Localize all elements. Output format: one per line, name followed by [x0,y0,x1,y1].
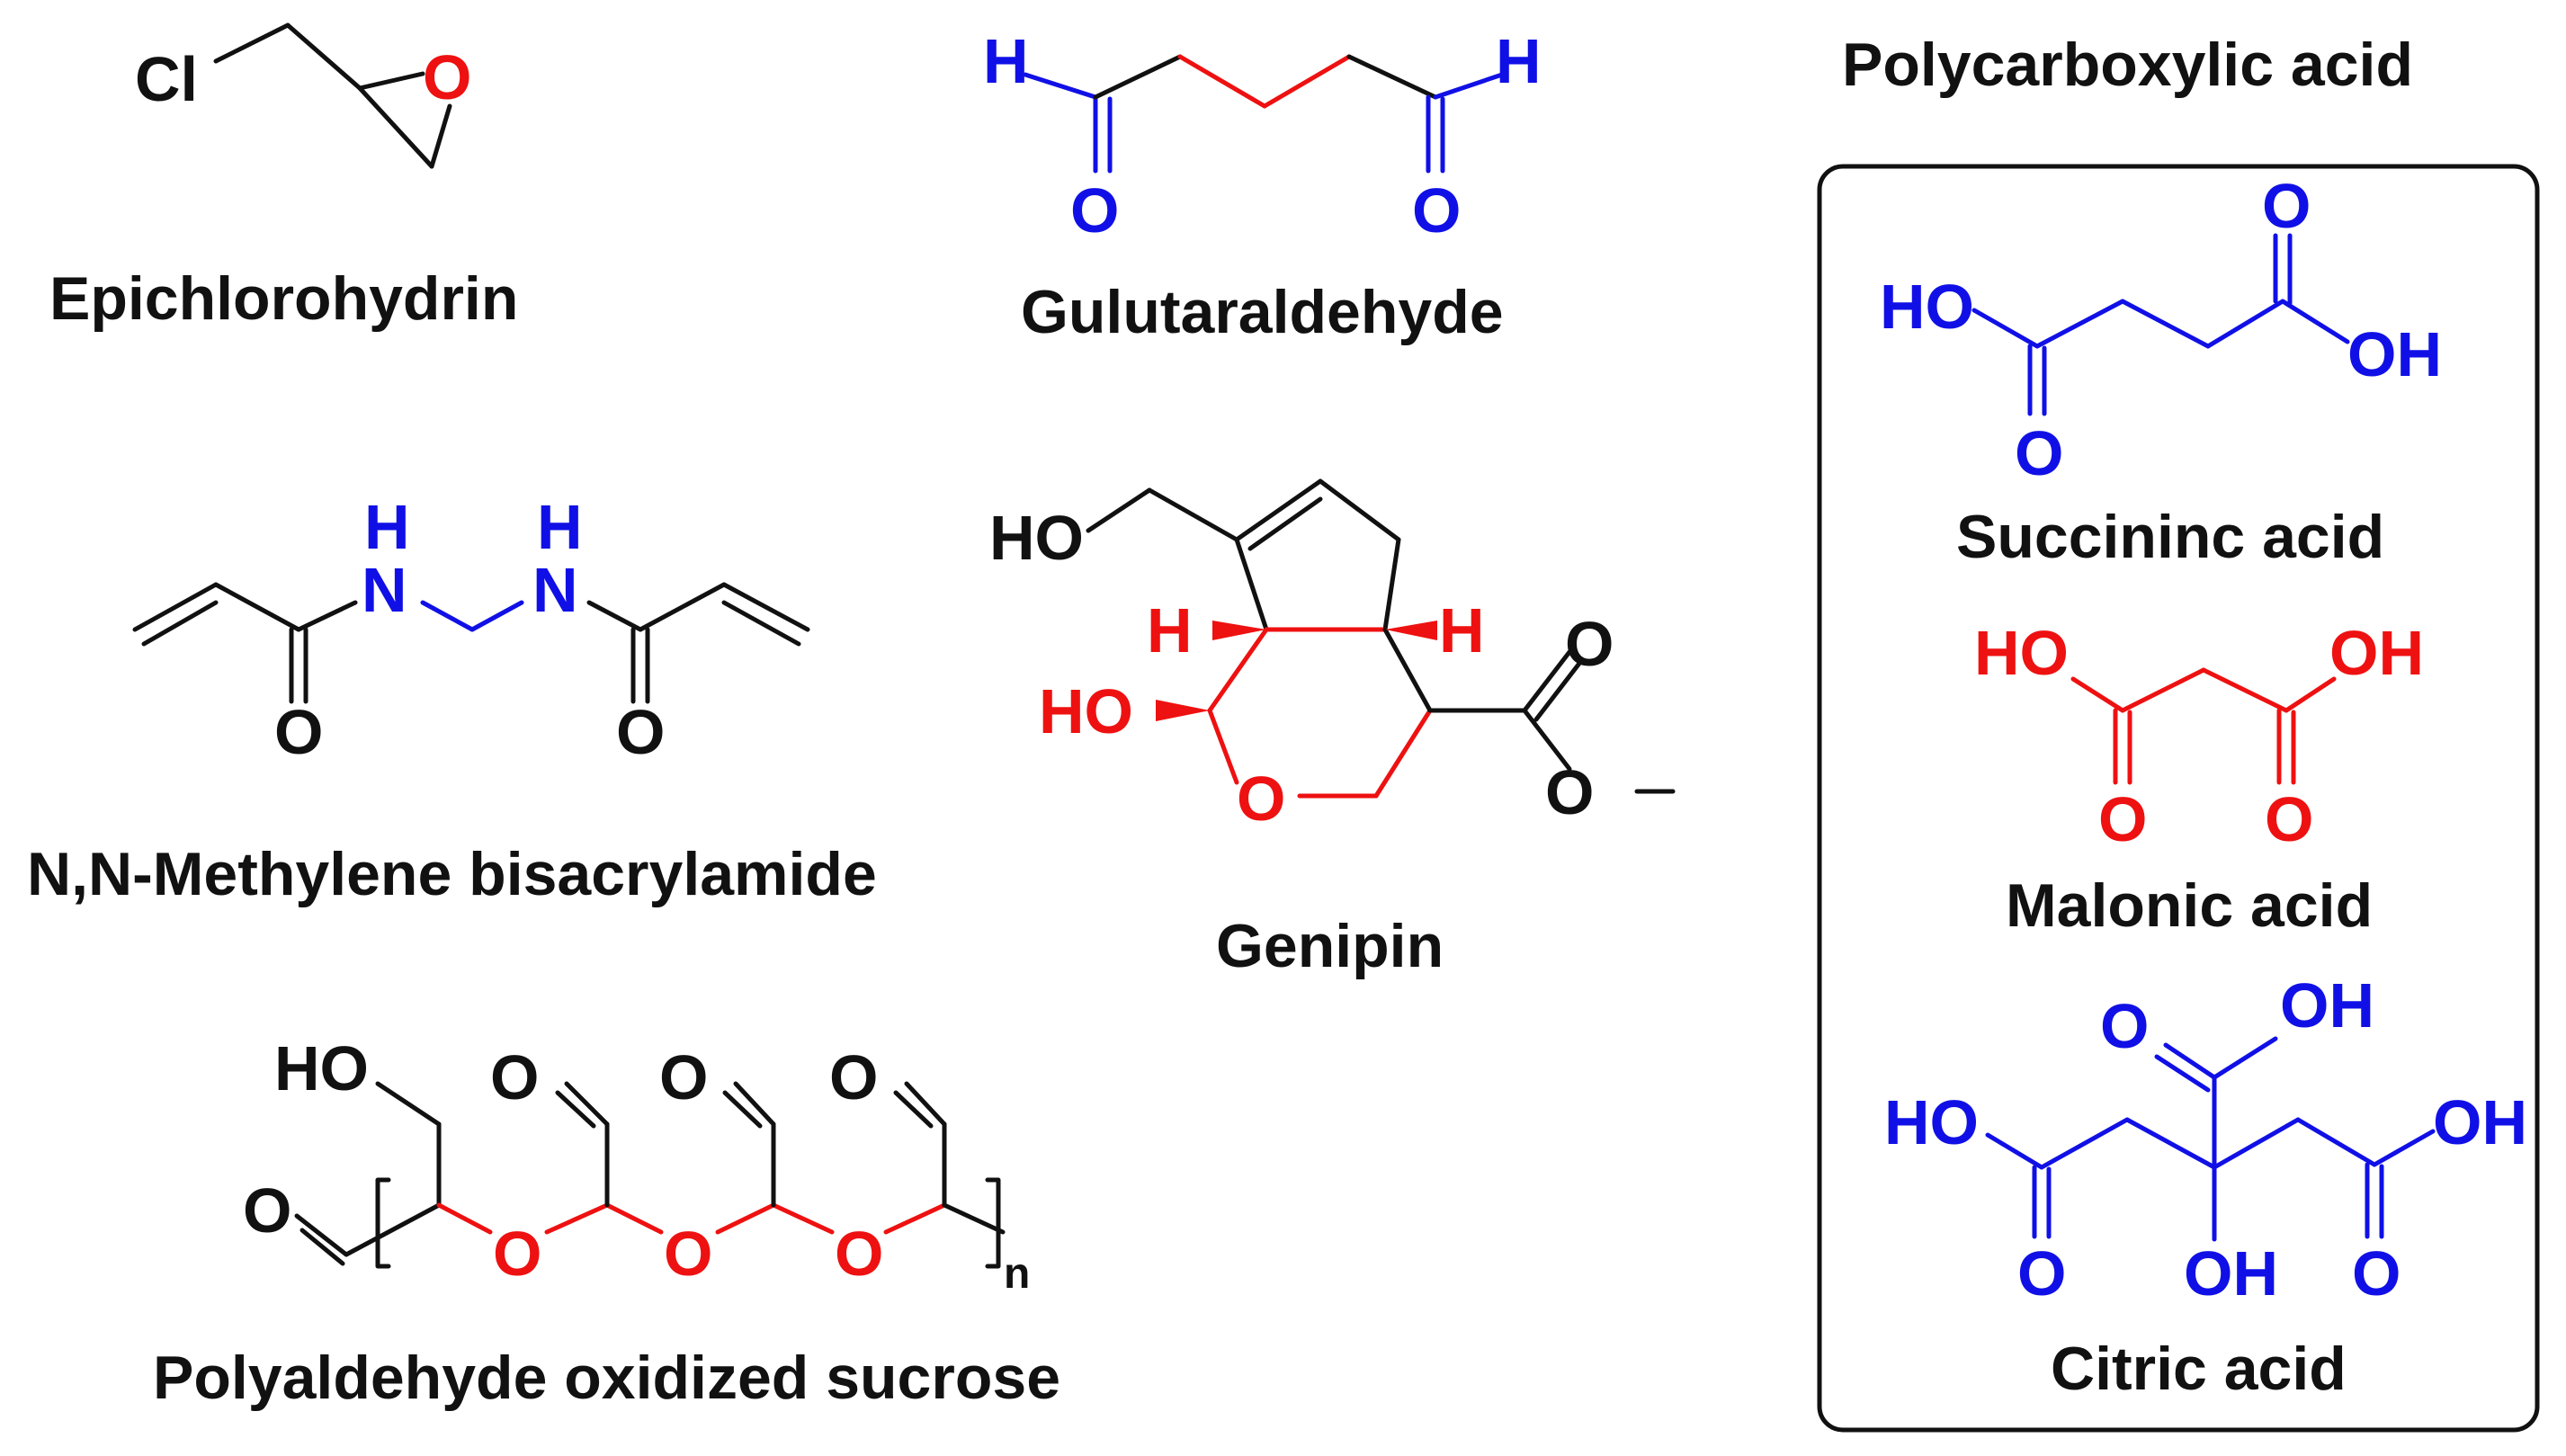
ester-carbonyl-oxygen: O [1565,609,1614,679]
malonic-carbonyl-oxygen-right: O [2265,784,2313,854]
citric-hydroxyl-left: HO [1884,1087,1979,1157]
polycarboxylic-box [1817,164,2540,1433]
repeat-unit-subscript: n [1004,1250,1030,1298]
succinic-carbonyl-oxygen-left: O [2015,418,2063,488]
succinic-acid-label: Succininc acid [1956,503,2384,571]
citric-acid-label: Citric acid [2051,1335,2347,1403]
glutaraldehyde-structure: H H O O [983,26,1542,246]
amide-nitrogen-right: N [532,555,578,625]
ether-oxygen-2: O [664,1219,712,1289]
amide-oxygen-right: O [616,697,665,767]
bridgehead-hydrogen-left: H [1147,595,1193,665]
citric-hydroxyl-right: OH [2433,1087,2527,1157]
aldehyde-oxygen-right: O [1412,175,1461,246]
citric-carbonyl-oxygen-left: O [2017,1238,2066,1309]
pos-label: Polyaldehyde oxidized sucrose [153,1344,1060,1412]
aldehyde-hydrogen-right: H [1496,26,1542,96]
epoxide-oxygen-atom: O [423,42,471,112]
aldehyde-oxygen-2: O [659,1042,708,1112]
amide-hydrogen-right: H [537,492,583,562]
malonic-hydroxyl-left: HO [1974,618,2069,688]
malonic-acid-label: Malonic acid [2006,871,2373,940]
succinic-hydroxyl-left: HO [1880,272,1974,342]
succinic-carbonyl-oxygen-right: O [2262,171,2311,241]
hydroxymethyl-oxygen-label: HO [989,503,1084,573]
bridgehead-hydrogen-right: H [1439,595,1485,665]
ether-oxygen-1: O [493,1219,541,1289]
ester-oxygen: O [1545,757,1594,827]
citric-hydroxyl-top: OH [2280,970,2374,1041]
succinic-acid-structure: HO OH O O [1880,171,2442,488]
epichlorohydrin-structure: Cl O [135,22,471,169]
citric-carbonyl-oxygen-top: O [2100,991,2149,1061]
hemiacetal-hydroxyl-label: HO [1039,676,1133,746]
amide-nitrogen-left: N [362,555,407,625]
amide-hydrogen-left: H [364,492,410,562]
glutaraldehyde-label: Gulutaraldehyde [1021,278,1504,346]
malonic-acid-structure: HO OH O O [1974,618,2424,854]
genipin-label: Genipin [1216,912,1444,980]
epichlorohydrin-label: Epichlorohydrin [49,264,518,333]
citric-acid-structure: HO OH OH OH O O O [1884,970,2527,1309]
aldehyde-oxygen-1: O [490,1042,539,1112]
mba-label: N,N-Methylene bisacrylamide [27,840,877,908]
hydroxymethyl-label: HO [274,1033,369,1103]
amide-oxygen-left: O [274,697,323,767]
succinic-hydroxyl-right: OH [2347,319,2442,389]
chlorine-atom: Cl [135,44,198,114]
aldehyde-hydrogen-left: H [983,26,1029,96]
mba-structure: H H N N O O [132,492,810,767]
terminal-aldehyde-oxygen: O [243,1175,291,1246]
malonic-carbonyl-oxygen-left: O [2098,784,2147,854]
citric-carbonyl-oxygen-right: O [2352,1238,2401,1309]
malonic-hydroxyl-right: OH [2329,618,2424,688]
polycarboxylic-title: Polycarboxylic acid [1842,31,2413,99]
ether-oxygen-3: O [835,1219,883,1289]
aldehyde-oxygen-left: O [1070,175,1119,246]
pos-structure: O HO O O O O O O n [243,1033,1030,1298]
citric-hydroxyl-central: OH [2184,1238,2278,1309]
pyran-ring-oxygen: O [1237,764,1285,834]
genipin-structure: HO HO H H O O O [989,478,1676,834]
aldehyde-oxygen-3: O [829,1042,878,1112]
